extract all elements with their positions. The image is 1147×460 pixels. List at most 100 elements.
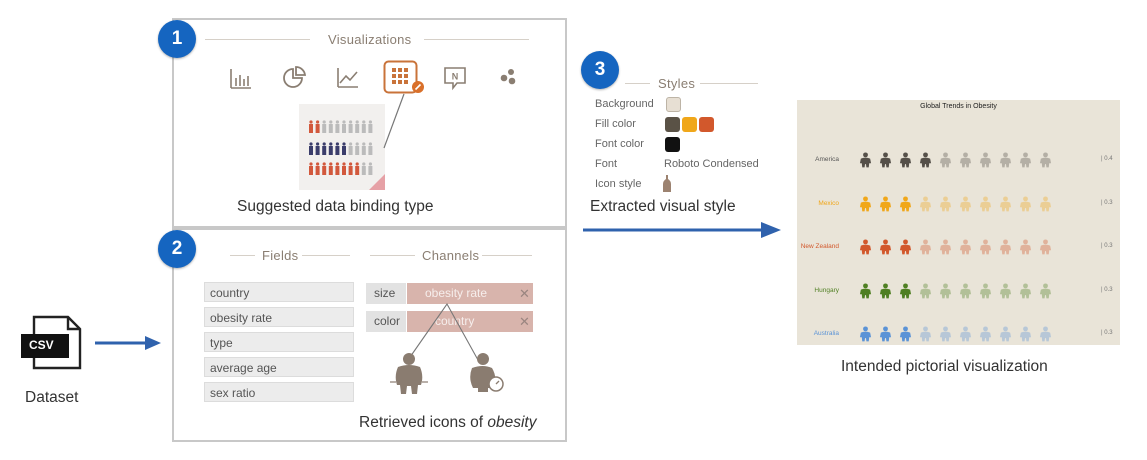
thumbnail-person-mark [316, 120, 320, 124]
pictograph-person-mark [979, 195, 992, 211]
step-3-badge: 3 [581, 51, 619, 89]
arrow-dataset-to-binding [95, 336, 161, 350]
pictograph-person-mark [879, 239, 892, 255]
fill-swatch-yellow [682, 117, 697, 132]
thumbnail-person-mark [348, 146, 353, 155]
thumbnail-person-mark [315, 166, 320, 175]
pictograph-person-mark [859, 282, 872, 298]
thumbnail-person-mark [335, 120, 339, 124]
obesity-person-scale-icon [470, 353, 504, 392]
thumbnail-person-mark [309, 124, 313, 133]
thumbnail-person-mark [328, 166, 333, 175]
thumbnail-person-mark [335, 166, 340, 175]
pictograph-person-mark [939, 152, 952, 168]
thumbnail-person-mark [322, 166, 327, 175]
pictograph-person-mark [879, 195, 892, 211]
visualizations-title: Visualizations [328, 32, 412, 47]
pie-chart-icon[interactable] [281, 64, 307, 90]
divider [700, 83, 758, 84]
field-obesity-rate[interactable]: obesity rate [204, 307, 354, 327]
pictograph-person-mark [959, 239, 972, 255]
thumbnail-person-mark [309, 142, 313, 146]
thumbnail-person-mark [361, 146, 366, 155]
note-icon[interactable]: N [442, 65, 468, 91]
pictograph-person-mark [1039, 239, 1052, 255]
retrieved-caption-text: Retrieved icons of [359, 414, 488, 431]
channel-color-label: color [366, 311, 406, 332]
pictograph-person-mark [859, 195, 872, 211]
thumbnail-person-mark [335, 146, 340, 155]
channel-size-field[interactable]: obesity rate [407, 283, 533, 304]
pictograph-person-mark [939, 195, 952, 211]
thumbnail-person-mark [368, 120, 372, 124]
field-country[interactable]: country [204, 282, 354, 302]
pictograph-person-mark [959, 195, 972, 211]
pictograph-person-mark [999, 326, 1012, 342]
divider [370, 255, 415, 256]
field-average-age[interactable]: average age [204, 357, 354, 377]
remove-color-binding-icon[interactable]: ✕ [519, 314, 530, 329]
thumbnail-person-mark [355, 146, 360, 155]
pictograph-person-mark [1019, 152, 1032, 168]
field-type[interactable]: type [204, 332, 354, 352]
pictograph-person-mark [979, 239, 992, 255]
thumbnail-person-mark [315, 146, 320, 155]
thumbnail-person-mark [342, 142, 346, 146]
channels-title: Channels [422, 248, 480, 263]
thumbnail-person-mark [328, 146, 333, 155]
row-label: Mexico [818, 199, 839, 207]
row-label: Hungary [814, 286, 839, 294]
thumbnail-person-mark [342, 120, 346, 124]
bar-chart-icon[interactable] [228, 66, 254, 92]
thumbnail-person-mark [342, 166, 346, 175]
pictograph-person-mark [1039, 195, 1052, 211]
chart-title: Global Trends in Obesity [920, 103, 997, 110]
pictograph-person-mark [979, 326, 992, 342]
arrow-style-to-result [583, 222, 781, 238]
pictograph-person-mark [899, 326, 912, 342]
pictograph-person-mark [939, 326, 952, 342]
divider [205, 39, 310, 40]
bottle-icon [663, 175, 671, 192]
line-chart-icon[interactable] [335, 65, 361, 91]
pictograph-person-mark [959, 326, 972, 342]
thumbnail-person-mark [342, 162, 346, 166]
pictograph-person-mark [879, 152, 892, 168]
scatter-icon[interactable] [495, 64, 521, 90]
pictograph-person-mark [919, 239, 932, 255]
row-value: | 0.3 [1101, 330, 1113, 336]
fields-title: Fields [262, 248, 299, 263]
thumbnail-person-mark [342, 146, 346, 155]
font-label: Font [595, 158, 618, 170]
csv-file-label: CSV [29, 338, 54, 352]
pictograph-person-mark [1039, 282, 1052, 298]
remove-size-binding-icon[interactable]: ✕ [519, 286, 530, 301]
thumbnail-person-mark [322, 124, 327, 133]
row-label: America [815, 156, 839, 163]
pictograph-person-mark [899, 152, 912, 168]
thumbnail-person-mark [315, 124, 320, 133]
dataset-label: Dataset [25, 389, 79, 406]
pictograph-person-mark [879, 282, 892, 298]
suggested-pictograph-thumbnail [299, 104, 385, 190]
field-sex-ratio[interactable]: sex ratio [204, 382, 354, 402]
pictograph-person-mark [879, 326, 892, 342]
pictograph-person-mark [939, 282, 952, 298]
step-1-badge: 1 [158, 20, 196, 58]
svg-text:N: N [452, 72, 459, 82]
thumbnail-person-mark [368, 162, 372, 166]
thumbnail-person-mark [342, 124, 346, 133]
thumbnail-person-mark [309, 162, 313, 166]
pictograph-person-mark [979, 152, 992, 168]
pictograph-grid-icon[interactable] [383, 60, 425, 96]
row-label: Australia [813, 330, 839, 337]
thumbnail-person-mark [355, 124, 360, 133]
pictograph-person-mark [999, 152, 1012, 168]
thumbnail-person-mark [322, 120, 326, 124]
obesity-person-icon [390, 353, 428, 394]
thumbnail-person-mark [355, 162, 359, 166]
row-label: New Zealand [800, 243, 839, 250]
pictograph-person-mark [859, 152, 872, 168]
pictograph-person-mark [859, 326, 872, 342]
thumbnail-person-mark [309, 166, 313, 175]
